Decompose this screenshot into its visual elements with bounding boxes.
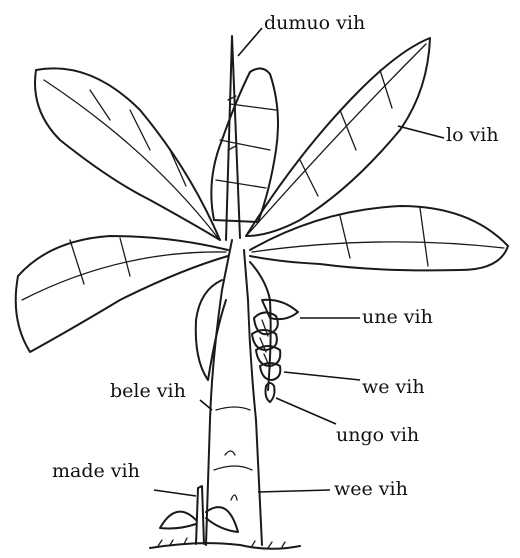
label-bele-vih: bele vih <box>110 382 186 401</box>
leaf-lower-left-tears <box>70 238 130 284</box>
rolled-leaf <box>226 36 240 240</box>
label-une-vih: une vih <box>362 308 433 327</box>
sucker <box>196 486 204 544</box>
bract <box>262 300 298 319</box>
label-dumuo-vih: dumuo vih <box>264 14 365 33</box>
label-lo-vih: lo vih <box>446 126 499 145</box>
label-we-vih: we vih <box>362 378 425 397</box>
leader-we <box>284 372 360 380</box>
banana-bunch <box>252 312 280 380</box>
young-leaf-veins <box>216 104 276 188</box>
label-made-vih: made vih <box>52 462 140 481</box>
leaf-lower-left-midrib <box>22 252 226 300</box>
ground-line <box>150 543 300 549</box>
leaf-upper-right-tears <box>300 70 392 196</box>
pseudostem <box>206 240 262 545</box>
leader-wee <box>258 490 330 492</box>
leader-dumuo <box>238 28 262 56</box>
leader-ungo <box>276 398 336 424</box>
sucker-leaf-right <box>206 507 238 532</box>
male-bud <box>266 383 275 402</box>
leaf-lower-right-midrib <box>252 242 504 252</box>
leaf-upper-left-midrib <box>44 80 218 238</box>
leader-lo <box>398 126 444 138</box>
label-ungo-vih: ungo vih <box>336 426 419 445</box>
leaf-upper-left-tears <box>90 90 186 186</box>
leaf-lower-right-tears <box>340 208 428 266</box>
sucker-leaf-left <box>160 512 196 529</box>
leader-made <box>154 490 196 496</box>
pseudostem-sheath-lines <box>214 407 252 500</box>
label-wee-vih: wee vih <box>334 480 408 499</box>
leaf-upper-left <box>35 68 220 240</box>
leaf-lower-right <box>250 206 508 270</box>
